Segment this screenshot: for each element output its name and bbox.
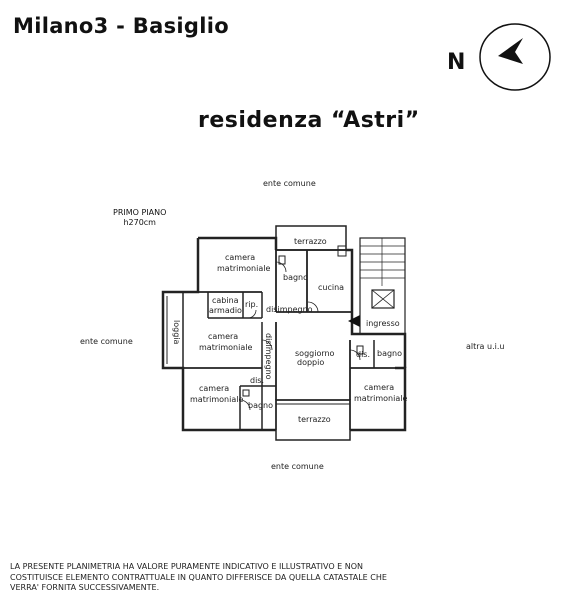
room-bathroom-right: bagno (377, 349, 403, 358)
floor-label: PRIMO PIANO (113, 208, 167, 217)
surrounding-right: altra u.i.u (466, 342, 505, 351)
room-bedroom-top-label-2: matrimoniale (217, 264, 271, 273)
floor-info: PRIMO PIANO h270cm (113, 208, 166, 228)
room-bedroom-br-label-2: matrimoniale (354, 394, 408, 403)
room-storage: rip. (245, 300, 259, 309)
room-hall-right: dis. (356, 350, 371, 359)
surrounding-top: ente comune (263, 179, 316, 188)
disclaimer-text: La presente planimetria ha valore purame… (10, 562, 387, 592)
room-bedroom-br-label-1: camera (364, 383, 395, 392)
room-kitchen: cucina (318, 283, 345, 292)
floor-height: h270cm (123, 218, 156, 227)
location-title: Milano3 - Basiglio (13, 14, 229, 38)
room-bathroom-top: bagno (283, 273, 309, 282)
room-closet-label-2: armadio (209, 306, 242, 315)
room-closet-label-1: cabina (212, 296, 239, 305)
room-bedroom-mid-label-2: matrimoniale (199, 343, 253, 352)
surrounding-left: ente comune (80, 337, 133, 346)
room-bedroom-bl-label-1: camera (199, 384, 230, 393)
residence-name: residenza “Astri” (198, 108, 420, 133)
compass-north-arrow-icon (479, 23, 551, 91)
room-hallway-vertical: disimpegno (264, 333, 273, 380)
room-terrace-top: terrazzo (294, 237, 327, 246)
room-living-label-2: doppio (297, 358, 325, 367)
room-bathroom-bottom: bagno (248, 401, 274, 410)
north-label: N (447, 50, 466, 75)
room-loggia: loggia (172, 320, 181, 345)
surrounding-bottom: ente comune (271, 462, 324, 471)
room-terrace-bottom: terrazzo (298, 415, 331, 424)
room-bedroom-top-label-1: camera (225, 253, 256, 262)
room-entrance: ingresso (366, 319, 400, 328)
room-hallway-horizontal: disimpegno (266, 305, 313, 314)
room-living-label-1: soggiorno (295, 349, 335, 358)
entrance-arrow-icon (348, 315, 360, 327)
room-bedroom-mid-label-1: camera (208, 332, 239, 341)
room-bedroom-bl-label-2: matrimoniale (190, 395, 244, 404)
room-hall-left: dis. (250, 376, 265, 385)
